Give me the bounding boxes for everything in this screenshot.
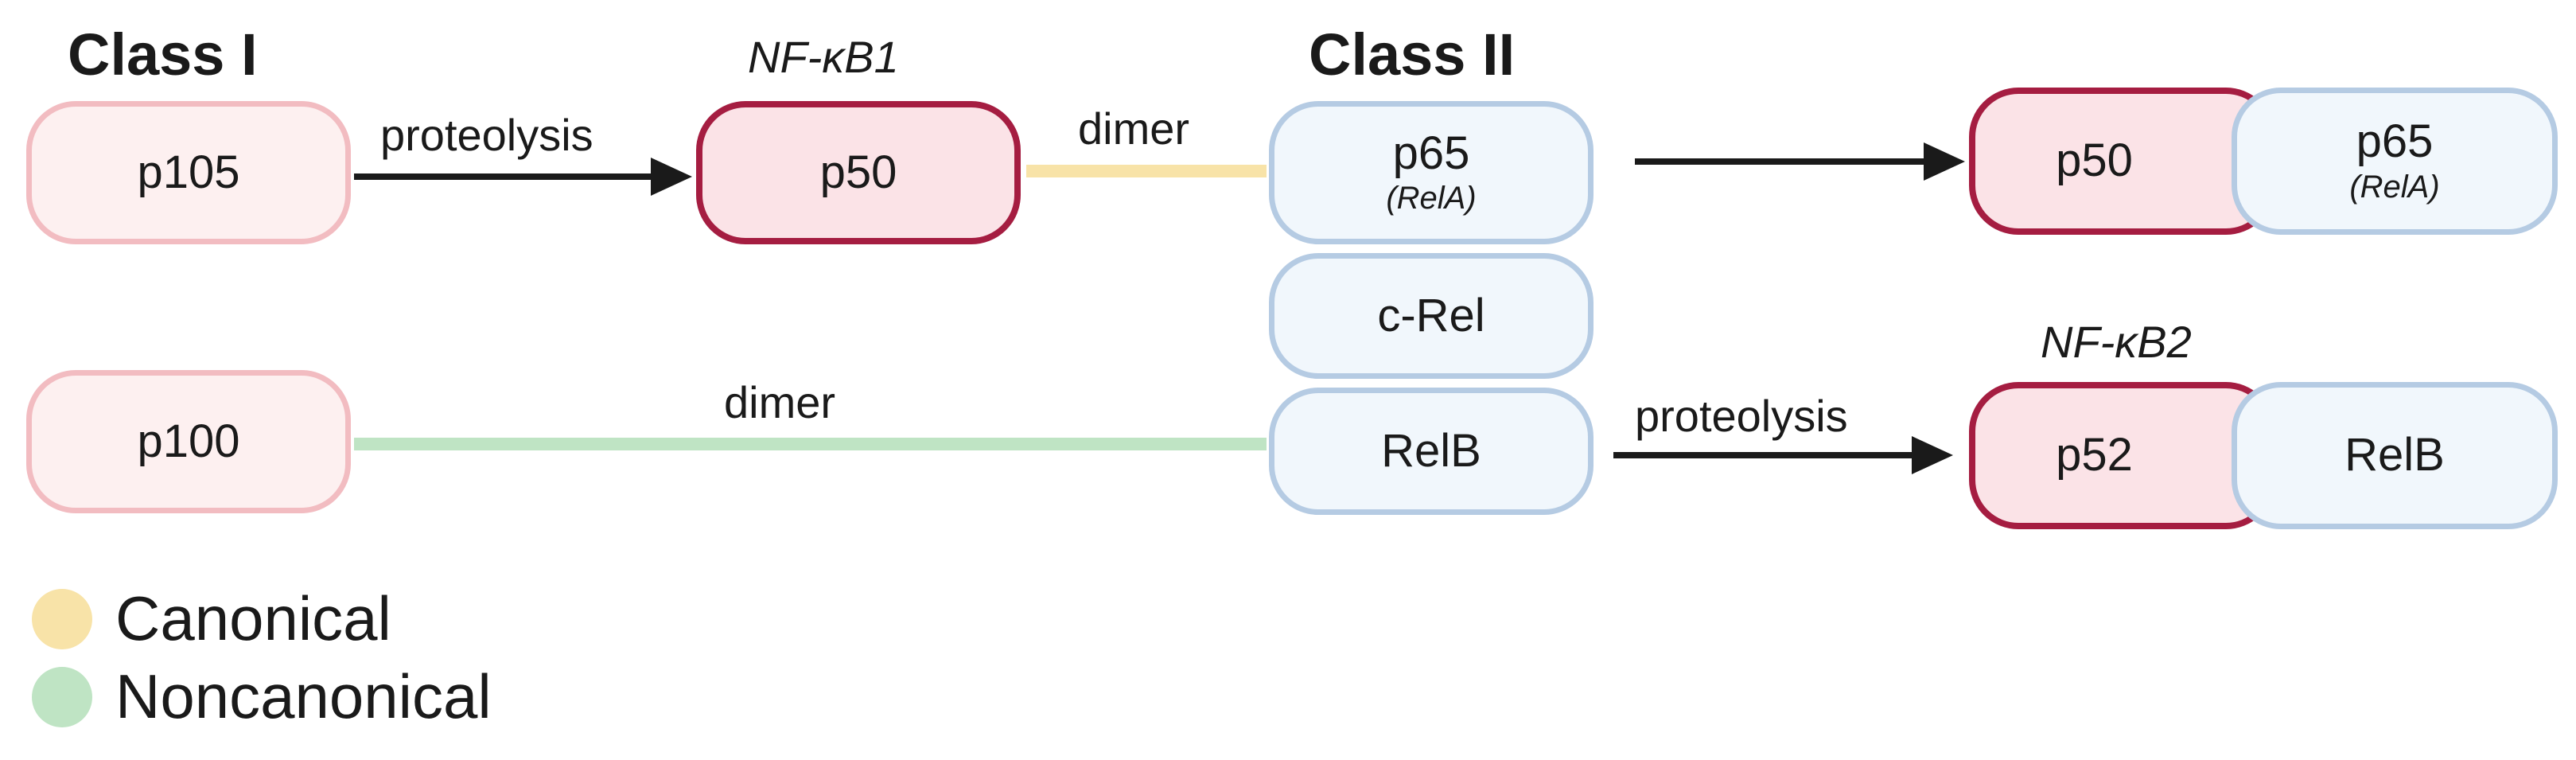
p65-label: p65 <box>1392 127 1470 179</box>
p65-box: p65 (RelA) <box>1269 101 1593 244</box>
p105-label: p105 <box>137 146 240 198</box>
complex1-p50-box: p50 <box>1969 88 2275 235</box>
p65-alias-label: (RelA) <box>1386 181 1477 216</box>
complex1-p65-box: p65 (RelA) <box>2232 88 2558 235</box>
noncanonical-legend-label: Noncanonical <box>115 661 492 731</box>
complex1-p65-label: p65 <box>2356 115 2434 168</box>
p50-label: p50 <box>819 146 897 198</box>
canonical-legend-label: Canonical <box>115 583 391 653</box>
complex2-p52-label: p52 <box>2056 429 2133 481</box>
nfkb2-gene-label: NF-κB2 <box>2041 317 2192 367</box>
relb-label: RelB <box>1381 424 1481 477</box>
class-1-heading: Class I <box>68 21 258 88</box>
arrow-to-p50-p65-complex <box>1635 142 1965 181</box>
proteolysis-label-1: proteolysis <box>380 110 593 160</box>
p100-label: p100 <box>137 415 240 467</box>
complex2-relb-box: RelB <box>2232 382 2558 529</box>
dimer-label-canonical: dimer <box>1078 103 1190 154</box>
canonical-legend-swatch <box>32 589 92 649</box>
arrow-p105-to-p50 <box>354 158 692 196</box>
c-rel-label: c-Rel <box>1377 289 1485 341</box>
p105-box: p105 <box>26 101 351 244</box>
relb-box: RelB <box>1269 388 1593 515</box>
arrow-relb-to-p52 <box>1613 436 1953 474</box>
dimer-label-noncanonical: dimer <box>724 377 836 427</box>
p100-box: p100 <box>26 370 351 513</box>
nfkb1-gene-label: NF-κB1 <box>748 32 899 82</box>
noncanonical-legend-swatch <box>32 667 92 727</box>
c-rel-box: c-Rel <box>1269 253 1593 379</box>
complex1-p65-alias-label: (RelA) <box>2349 169 2440 205</box>
p50-box: p50 <box>696 101 1021 244</box>
complex2-relb-label: RelB <box>2344 429 2445 481</box>
proteolysis-label-2: proteolysis <box>1635 391 1848 441</box>
class-2-heading: Class II <box>1309 21 1516 88</box>
complex1-p50-label: p50 <box>2056 134 2133 187</box>
complex2-p52-box: p52 <box>1969 382 2275 529</box>
